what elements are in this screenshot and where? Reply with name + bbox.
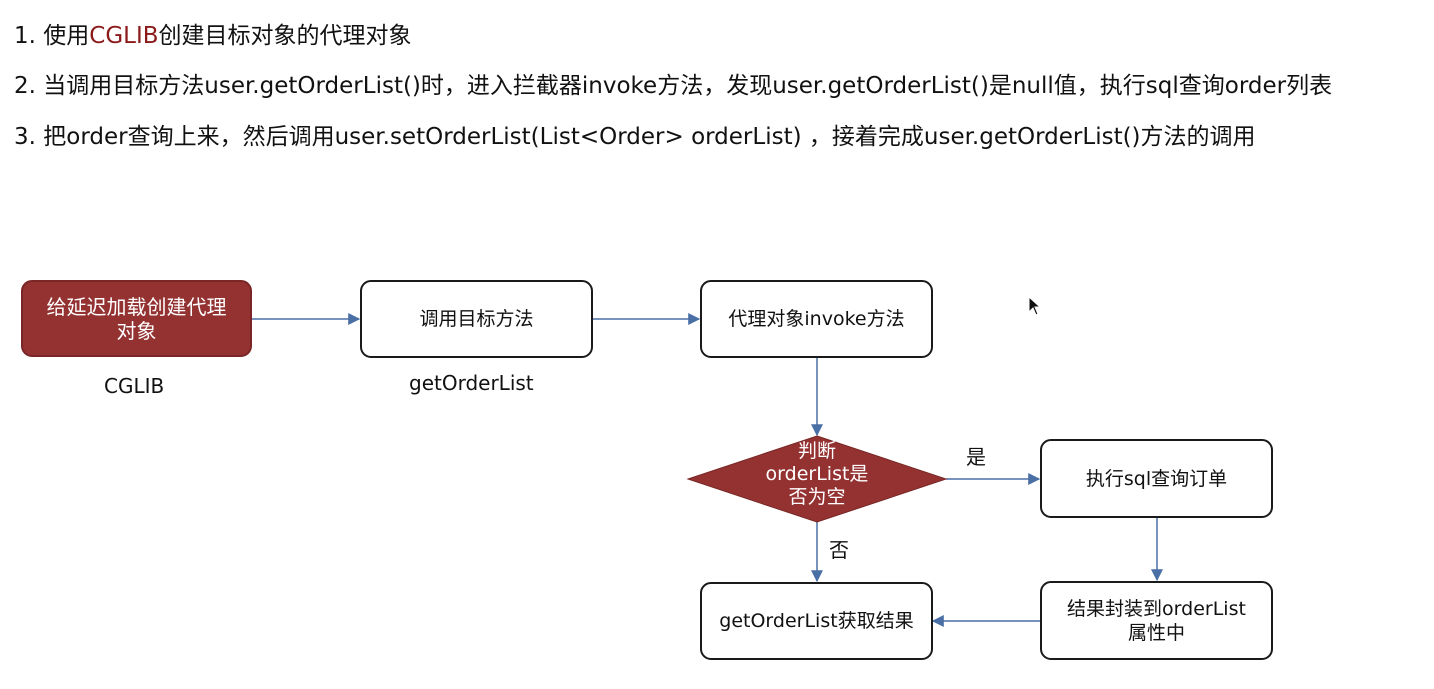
node-wrap-result-line2: 属性中 <box>1127 621 1185 644</box>
step-3: 3. 把order查询上来，然后调用user.setOrderList(List… <box>14 124 1256 150</box>
node-get-result: getOrderList获取结果 <box>700 582 933 660</box>
node-create-proxy: 给延迟加载创建代理 对象 <box>21 280 252 357</box>
step-1-prefix: 使用 <box>43 23 90 49</box>
node-sql-query: 执行sql查询订单 <box>1040 439 1273 518</box>
node-get-result-label: getOrderList获取结果 <box>719 610 914 632</box>
node-call-target-method-label: 调用目标方法 <box>419 308 534 330</box>
node-create-proxy-line1: 给延迟加载创建代理 <box>46 294 227 319</box>
node-proxy-invoke-label: 代理对象invoke方法 <box>728 308 905 330</box>
step-1: 1. 使用CGLIB创建目标对象的代理对象 <box>14 21 412 51</box>
step-2: 2. 当调用目标方法user.getOrderList()时，进入拦截器invo… <box>14 73 1333 99</box>
caption-get-order-list: getOrderList <box>409 371 534 395</box>
decision-line2: orderList是 <box>765 463 869 485</box>
decision-line1: 判断 <box>797 440 836 462</box>
edge-label-yes: 是 <box>966 445 986 469</box>
node-call-target-method: 调用目标方法 <box>360 280 593 358</box>
node-wrap-result-line1: 结果封装到orderList <box>1067 597 1246 620</box>
node-proxy-invoke: 代理对象invoke方法 <box>700 280 933 358</box>
step-1-suffix: 创建目标对象的代理对象 <box>158 23 412 49</box>
decision-line3: 否为空 <box>788 486 846 508</box>
mouse-pointer-icon <box>1028 295 1042 320</box>
decision-label: 判断 orderList是 否为空 <box>757 440 877 509</box>
node-sql-query-label: 执行sql查询订单 <box>1085 467 1228 490</box>
step-1-highlight: CGLIB <box>89 23 159 49</box>
node-wrap-result: 结果封装到orderList 属性中 <box>1040 581 1273 660</box>
edge-label-no: 否 <box>829 538 849 562</box>
step-1-number: 1. <box>14 23 36 49</box>
node-create-proxy-line2: 对象 <box>116 318 157 343</box>
decision-diamond <box>686 435 948 523</box>
caption-cglib: CGLIB <box>104 374 165 398</box>
